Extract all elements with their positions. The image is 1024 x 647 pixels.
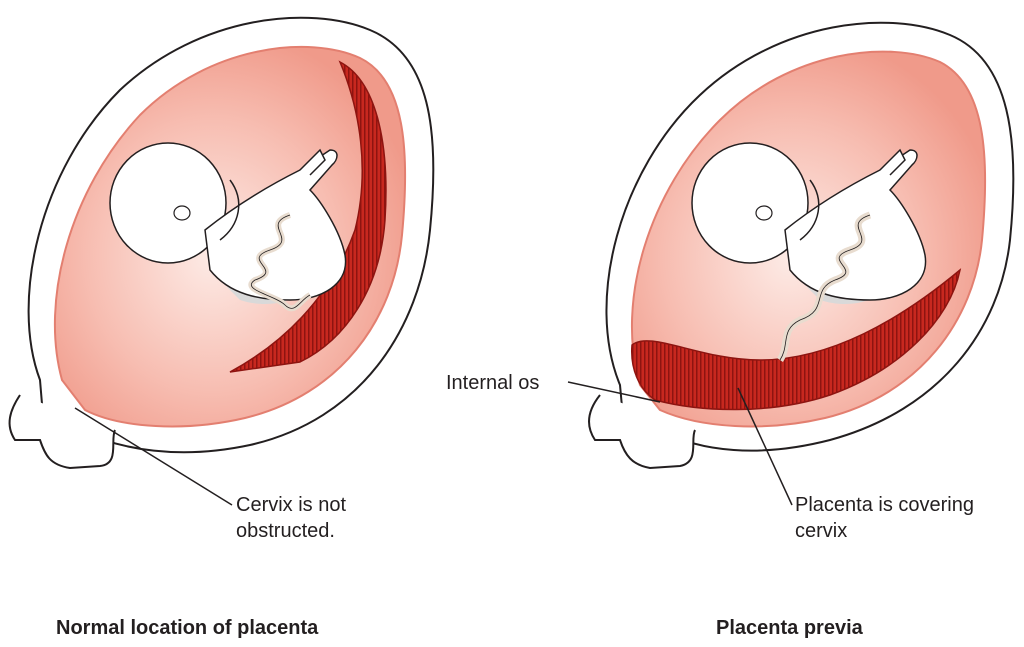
uterus-previa <box>568 23 1013 505</box>
label-cervix-not-obstructed: Cervix is not obstructed. <box>236 492 436 544</box>
label-internal-os: Internal os <box>446 370 539 396</box>
label-placenta-covering-cervix: Placenta is covering cervix <box>795 492 1020 544</box>
title-placenta-previa: Placenta previa <box>716 616 863 640</box>
title-normal-location: Normal location of placenta <box>56 616 318 640</box>
uterus-normal <box>10 18 434 505</box>
